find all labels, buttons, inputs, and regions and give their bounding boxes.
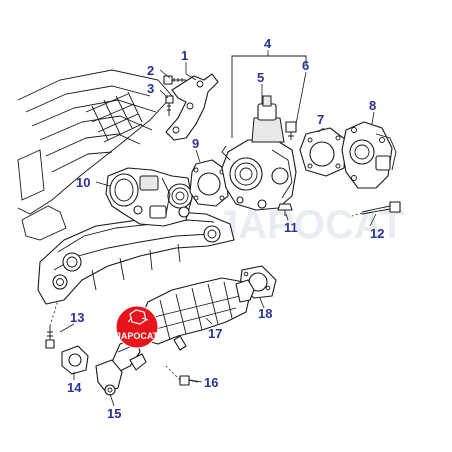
callout-10: 10 xyxy=(76,175,90,190)
throttle-body xyxy=(105,167,193,227)
callout-7: 7 xyxy=(317,112,324,127)
engine-block xyxy=(17,69,173,241)
callout-1: 1 xyxy=(181,48,188,63)
callout-6: 6 xyxy=(302,58,309,73)
bolt-16 xyxy=(163,363,199,386)
japocat-logo: JAPOCAT xyxy=(115,305,159,349)
adapter-8 xyxy=(341,121,397,189)
sensor-6 xyxy=(285,121,297,140)
callout-18: 18 xyxy=(258,306,272,321)
logo-text: JAPOCAT xyxy=(116,331,159,341)
callout-11: 11 xyxy=(284,220,298,235)
bolt-13 xyxy=(45,299,59,349)
logo-disc xyxy=(115,305,159,349)
callout-5: 5 xyxy=(257,70,264,85)
leader-lines xyxy=(59,50,377,407)
bracket-1 xyxy=(165,73,219,141)
callout-13: 13 xyxy=(70,310,84,325)
callouts: 1 2 3 4 5 6 7 8 9 10 11 12 13 14 15 16 1… xyxy=(67,36,384,421)
callout-2: 2 xyxy=(147,63,154,78)
callout-14: 14 xyxy=(67,380,82,395)
bolt-3 xyxy=(165,95,174,116)
intake-manifold xyxy=(37,211,235,305)
watermark: JAPOCAT xyxy=(216,203,404,247)
bracket-15 xyxy=(95,353,147,396)
gasket-9 xyxy=(189,159,229,207)
callout-4: 4 xyxy=(264,36,272,51)
callout-9: 9 xyxy=(192,136,199,151)
egr-valve xyxy=(221,95,297,211)
callout-17: 17 xyxy=(208,326,222,341)
callout-3: 3 xyxy=(147,81,154,96)
stud-bolt-12 xyxy=(351,201,401,217)
bolt-11 xyxy=(277,203,293,216)
callout-12: 12 xyxy=(370,226,384,241)
gasket-7 xyxy=(299,127,347,177)
callout-15: 15 xyxy=(107,406,121,421)
gasket-14 xyxy=(61,345,89,375)
callout-16: 16 xyxy=(204,375,218,390)
callout-8: 8 xyxy=(369,98,376,113)
